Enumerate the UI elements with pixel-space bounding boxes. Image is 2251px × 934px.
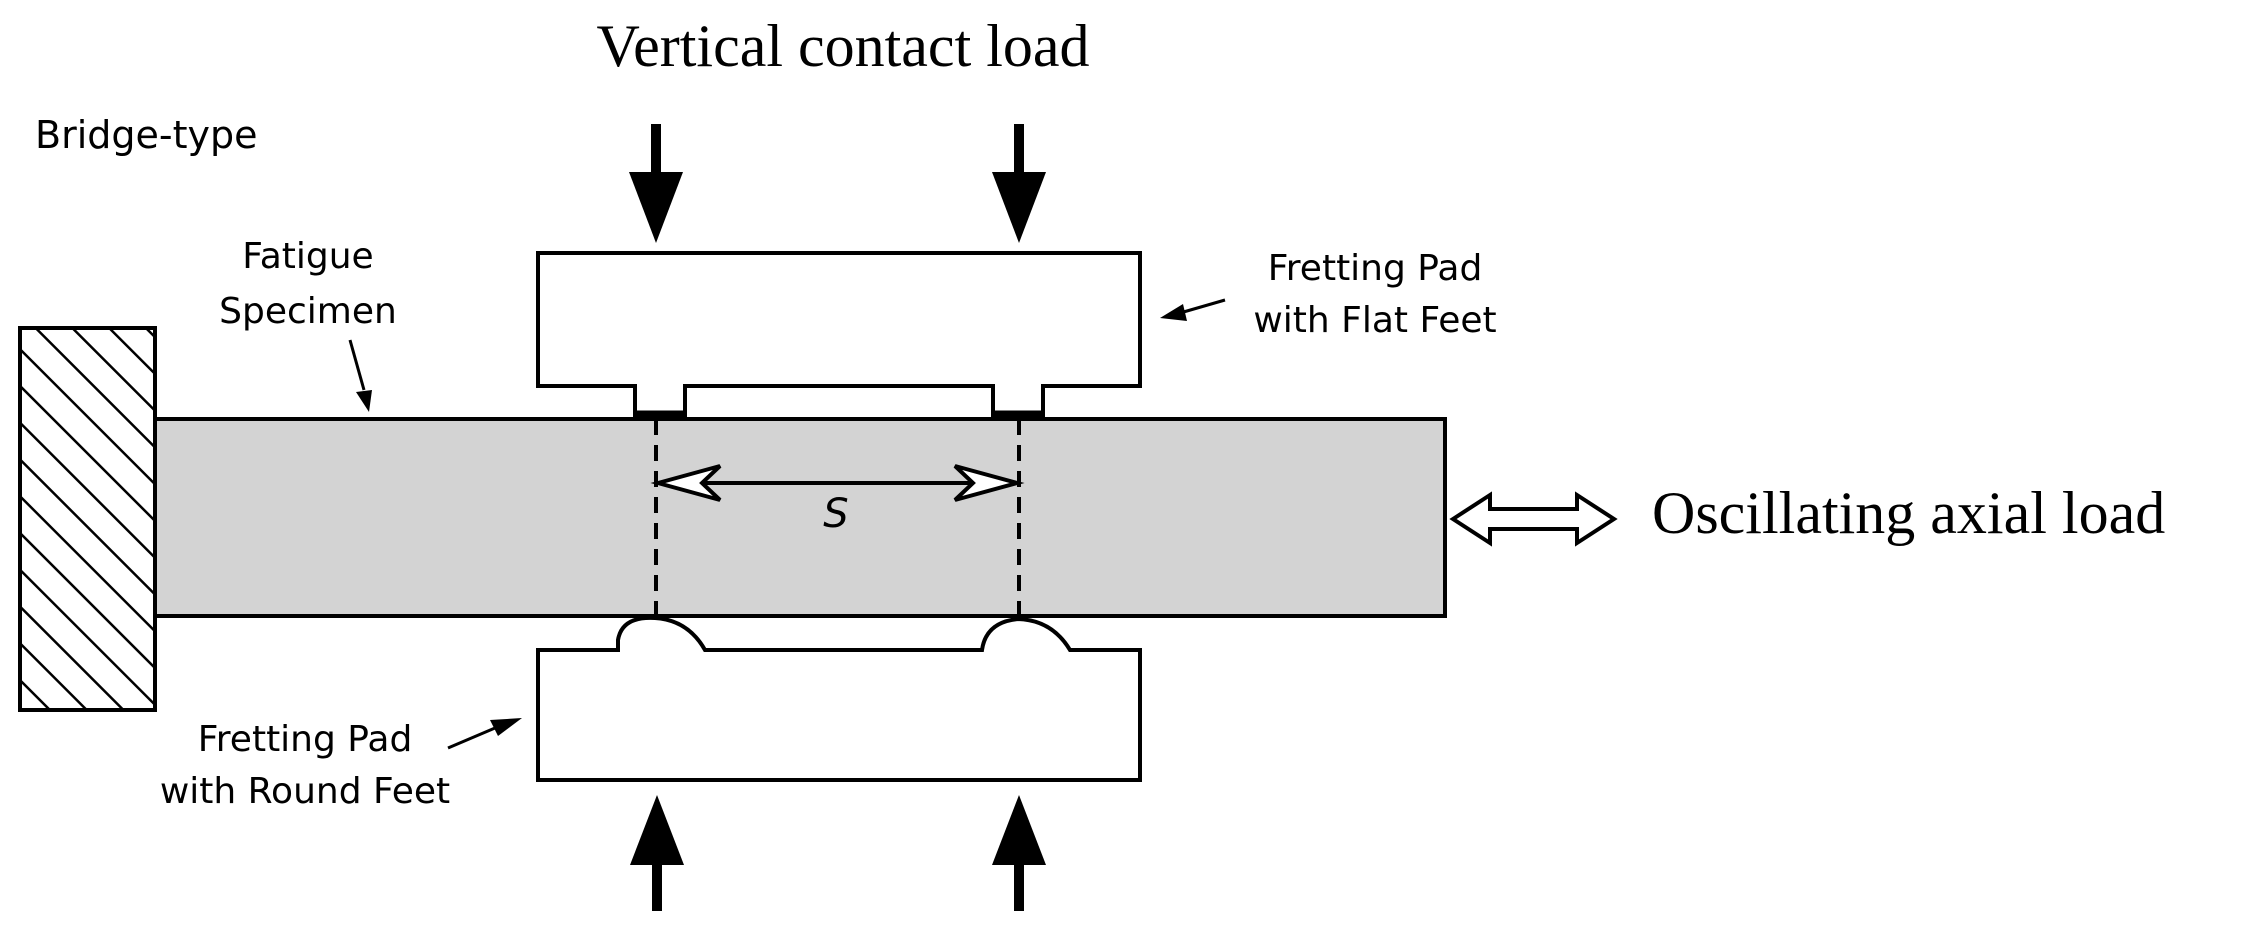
- round-pad-leader-arrow-icon: [447, 718, 522, 750]
- fatigue-specimen: [153, 417, 1447, 618]
- oscillating-load-label: Oscillating axial load: [1652, 480, 2165, 546]
- axial-load-arrow-icon: [1449, 491, 1618, 547]
- fatigue-label-line1: Fatigue: [242, 236, 373, 277]
- flat-pad-label-line1: Fretting Pad: [1268, 248, 1483, 289]
- span-arrow-icon: [650, 464, 1025, 502]
- bottom-right-load-arrow-icon: [992, 795, 1046, 911]
- round-pad-label-line1: Fretting Pad: [198, 719, 413, 760]
- top-left-load-arrow-icon: [629, 124, 683, 243]
- bridge-type-label: Bridge-type: [35, 113, 257, 157]
- top-right-load-arrow-icon: [992, 124, 1046, 243]
- fatigue-leader-arrow-icon: [348, 339, 372, 412]
- fatigue-label-line2: Specimen: [219, 291, 397, 332]
- bottom-left-load-arrow-icon: [630, 795, 684, 911]
- round-pad-label-line2: with Round Feet: [160, 771, 450, 812]
- flat-feet-pad: [536, 251, 1142, 420]
- flat-pad-label-line2: with Flat Feet: [1253, 300, 1496, 341]
- span-label: S: [823, 491, 848, 537]
- flat-pad-leader-arrow-icon: [1160, 298, 1226, 321]
- round-feet-pad: [536, 615, 1142, 782]
- fixed-wall-icon: [18, 326, 157, 712]
- vertical-load-label: Vertical contact load: [596, 13, 1089, 79]
